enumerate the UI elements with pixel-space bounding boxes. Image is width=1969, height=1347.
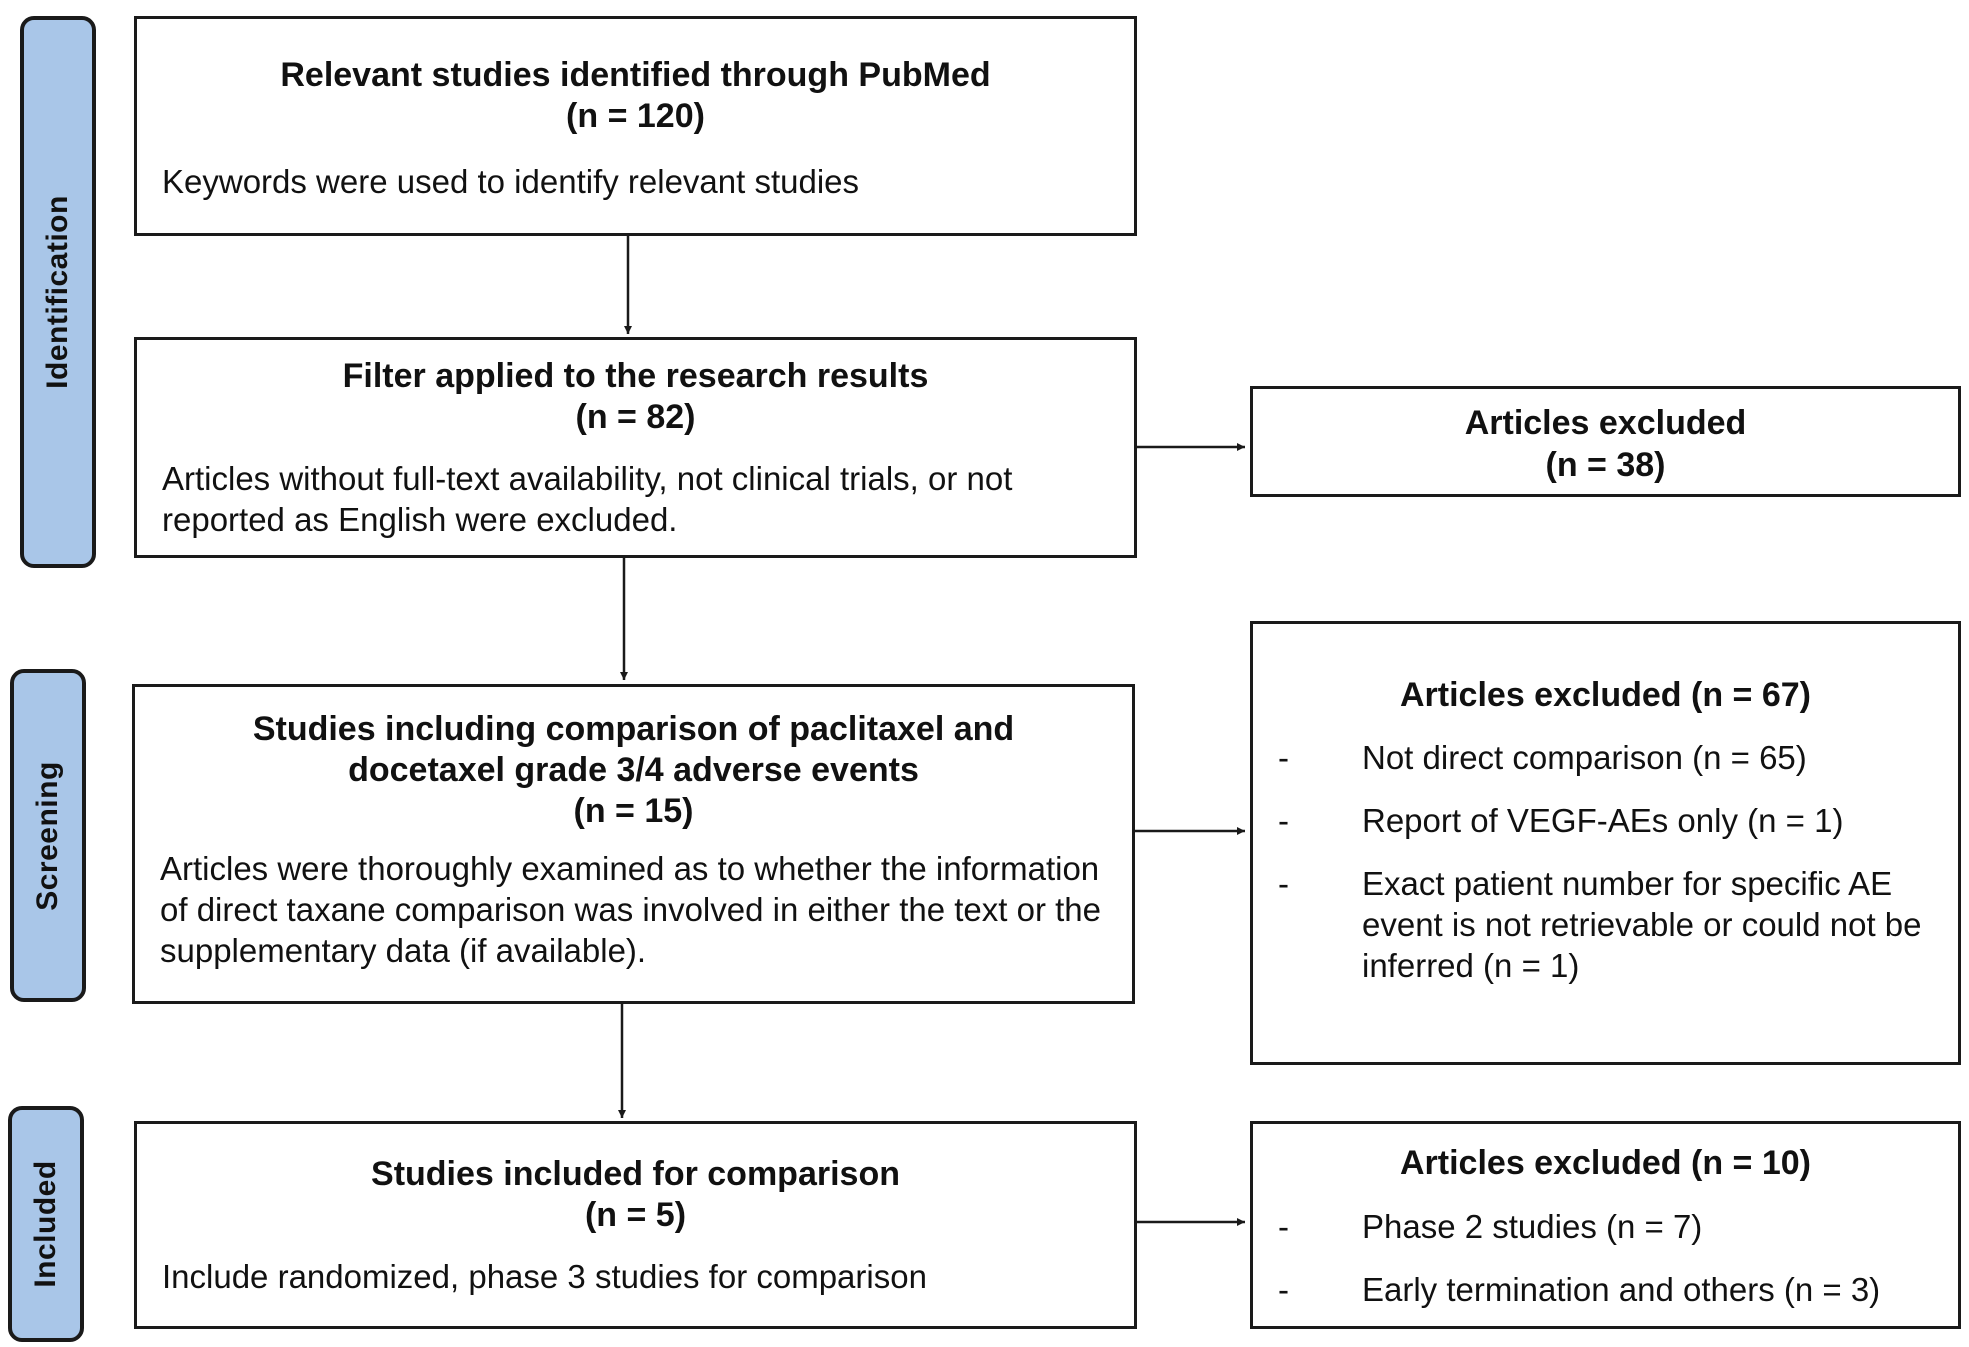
excluded-10-box: Articles excluded (n = 10) Phase 2 studi… [1250, 1121, 1961, 1329]
excluded-67-item: Report of VEGF-AEs only (n = 1) [1278, 800, 1933, 841]
included-count: (n = 5) [584, 1196, 687, 1234]
identified-title: Relevant studies identified through PubM… [280, 56, 991, 94]
excluded-38-count: (n = 38) [1545, 446, 1666, 484]
included-body: Include randomized, phase 3 studies for … [162, 1258, 927, 1295]
phase-included-label: Included [8, 1106, 84, 1342]
phase-screening-label: Screening [10, 669, 86, 1002]
phase-screening-text: Screening [31, 760, 64, 911]
screening-count: (n = 15) [573, 792, 694, 830]
excluded-10-title: Articles excluded (n = 10) [1400, 1144, 1811, 1182]
included-title: Studies included for comparison [371, 1155, 900, 1193]
excluded-67-title: Articles excluded (n = 67) [1400, 676, 1811, 714]
identified-studies-box: Relevant studies identified through PubM… [134, 16, 1137, 236]
excluded-10-item: Phase 2 studies (n = 7) [1278, 1206, 1933, 1247]
excluded-38-title: Articles excluded [1464, 404, 1747, 442]
excluded-67-item: Not direct comparison (n = 65) [1278, 737, 1933, 778]
excluded-67-box: Articles excluded (n = 67) Not direct co… [1250, 621, 1961, 1065]
filter-box: Filter applied to the research results (… [134, 337, 1137, 558]
phase-identification-text: Identification [41, 195, 74, 389]
filter-title: Filter applied to the research results [342, 357, 929, 395]
screening-title: Studies including comparison of paclitax… [252, 710, 1015, 789]
excluded-67-list: Not direct comparison (n = 65) Report of… [1278, 737, 1933, 986]
excluded-10-item: Early termination and others (n = 3) [1278, 1269, 1933, 1310]
phase-included-text: Included [29, 1160, 62, 1288]
identified-body: Keywords were used to identify relevant … [162, 163, 860, 200]
filter-count: (n = 82) [575, 398, 696, 436]
included-box: Studies included for comparison (n = 5) … [134, 1121, 1137, 1329]
phase-identification-label: Identification [20, 16, 96, 568]
excluded-67-item: Exact patient number for specific AE eve… [1278, 863, 1933, 986]
filter-body: Articles without full-text availability,… [162, 460, 1013, 538]
excluded-10-list: Phase 2 studies (n = 7) Early terminatio… [1278, 1206, 1933, 1310]
excluded-38-box: Articles excluded (n = 38) [1250, 386, 1961, 497]
identified-count: (n = 120) [566, 97, 705, 135]
screening-body: Articles were thoroughly examined as to … [160, 850, 1101, 969]
screening-box: Studies including comparison of paclitax… [132, 684, 1135, 1004]
